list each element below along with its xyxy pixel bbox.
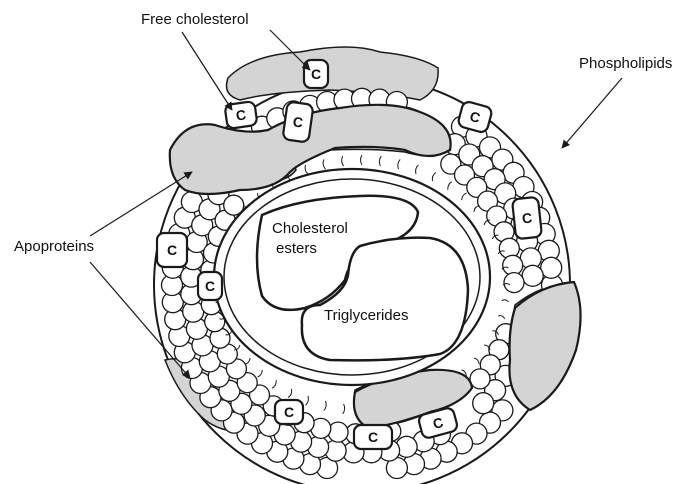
free-cholesterol-letter: C: [311, 66, 321, 82]
arrow-phospholipids: [562, 78, 622, 148]
free-cholesterol-letter: C: [167, 242, 177, 258]
free-cholesterol-marker: C: [157, 233, 187, 267]
cholesterol-esters-label-line2: esters: [276, 240, 317, 257]
free-cholesterol-marker: C: [275, 400, 303, 424]
phospholipid-head: [473, 393, 494, 414]
arrow-free-cholesterol-1: [182, 32, 232, 110]
free-cholesterol-letter: C: [205, 278, 215, 294]
free-cholesterol-marker: C: [198, 272, 222, 300]
free-cholesterol-label: Free cholesterol: [141, 11, 249, 28]
phospholipid-head: [541, 257, 562, 278]
free-cholesterol-letter: C: [521, 210, 533, 227]
cholesterol-esters-label-line1: Cholesterol: [272, 220, 348, 237]
apoproteins-label: Apoproteins: [14, 238, 94, 255]
free-cholesterol-marker: C: [282, 101, 313, 142]
free-cholesterol-letter: C: [368, 429, 378, 445]
free-cholesterol-marker: C: [354, 425, 392, 449]
free-cholesterol-marker: C: [304, 60, 328, 88]
triglycerides-label: Triglycerides: [324, 307, 408, 324]
phospholipid-head: [328, 422, 348, 442]
phospholipid-head: [504, 273, 524, 293]
phospholipids-label: Phospholipids: [579, 55, 672, 72]
free-cholesterol-marker: C: [512, 197, 542, 239]
phospholipid-head: [522, 265, 543, 286]
free-cholesterol-letter: C: [284, 404, 294, 420]
phospholipid-head: [470, 369, 490, 389]
